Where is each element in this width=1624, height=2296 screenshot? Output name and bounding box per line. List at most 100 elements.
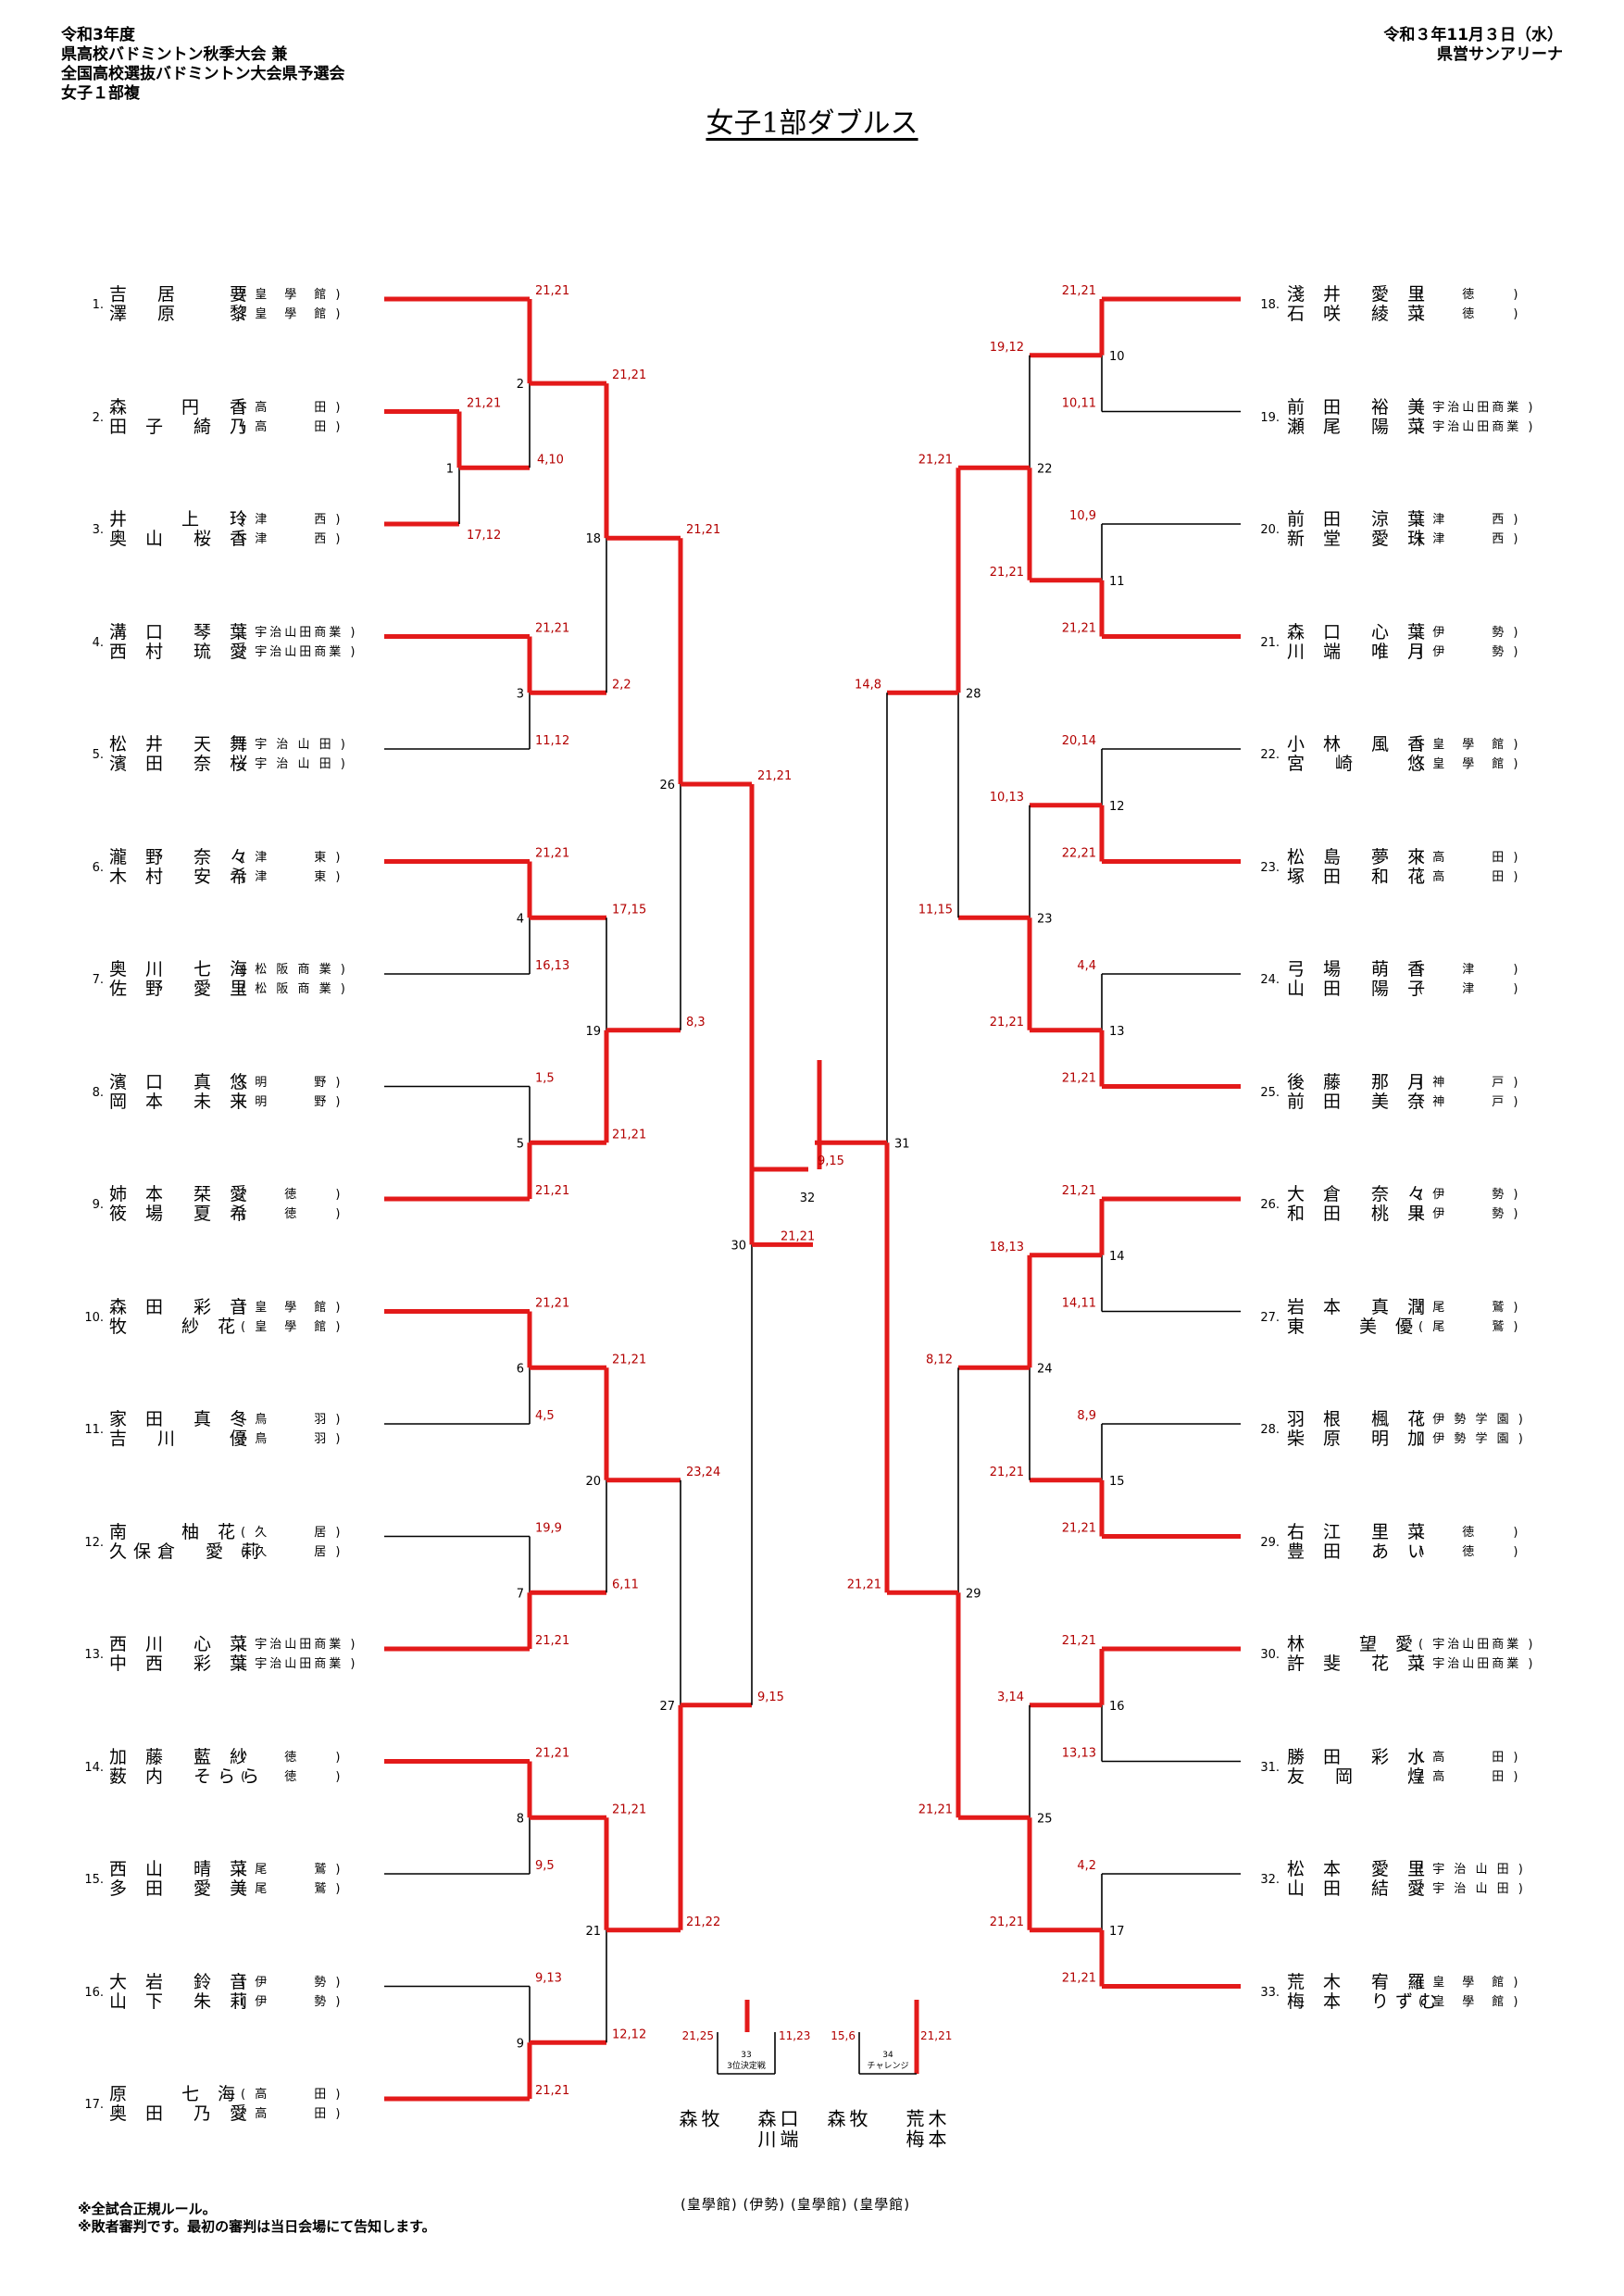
player-name: 田 子 綺 乃: [109, 416, 255, 437]
player-school: ( 皇 學 館 ): [1418, 738, 1521, 752]
entry-player-row: 淺 井 愛 里( 徳 ): [1287, 285, 1520, 305]
player-school: ( 明 野 ): [241, 1094, 344, 1109]
entry-player-row: 柴 原 明 加( 伊 勢 学 園 ): [1287, 1429, 1526, 1449]
player-school: ( 徳 ): [1418, 1525, 1521, 1540]
score-label: 8,3: [686, 1016, 706, 1029]
score-label: 21,21: [535, 1634, 569, 1648]
entry-player-row: 西 川 心 菜( 宇治山田商業 ): [109, 1635, 357, 1654]
player-school: ( 宇 治 山 田 ): [241, 738, 348, 752]
score-label: 21,21: [535, 1297, 569, 1311]
entry-number: 14.: [84, 1760, 104, 1775]
match-number: 25: [1037, 1812, 1053, 1826]
player-school: ( 神 戸 ): [1418, 1075, 1521, 1090]
player-school: ( 高 田 ): [241, 400, 344, 415]
left-entry: 11.家 田 真 冬( 鳥 羽 )吉 川 優( 鳥 羽 ): [84, 1409, 343, 1449]
player-school: ( 皇 學 館 ): [1418, 1975, 1521, 1990]
player-school: ( 尾 鷲 ): [241, 1863, 344, 1877]
event-year: 令和3年度: [61, 26, 135, 44]
left-entry: 2.森 円 香( 高 田 )田 子 綺 乃( 高 田 ): [93, 397, 344, 437]
entry-player-row: 吉 川 優( 鳥 羽 ): [109, 1429, 343, 1449]
score-label: 21,21: [535, 284, 569, 298]
entry-player-row: 佐 野 愛 里( 松 阪 商 業 ): [109, 980, 348, 999]
score-label: 6,11: [612, 1578, 639, 1591]
score-label: 11,23: [779, 2029, 810, 2042]
entry-player-row: 羽 根 楓 花( 伊 勢 学 園 ): [1287, 1410, 1526, 1429]
left-entry: 1.吉 居 要( 皇 學 館 )澤 原 黎( 皇 學 館 ): [93, 284, 343, 324]
score-label: 21,21: [1062, 622, 1096, 636]
score-label: 21,25: [682, 2029, 714, 2042]
left-entry: 12.南 柚 花( 久 居 )久保倉 愛 莉( 久 居 ): [84, 1522, 343, 1562]
player-name: 小 林 風 香: [1287, 734, 1432, 755]
entry-number: 12.: [84, 1535, 104, 1550]
entry-player-row: 松 本 愛 里( 宇 治 山 田 ): [1287, 1860, 1526, 1879]
player-name: 家 田 真 冬: [109, 1409, 255, 1429]
player-name: 大 倉 奈 々: [1287, 1184, 1432, 1204]
match-label: 3位決定戦: [727, 2060, 766, 2071]
player-name: 多 田 愛 美: [109, 1878, 255, 1899]
player-school: ( 津 西 ): [241, 513, 344, 527]
score-label: 4,5: [535, 1409, 555, 1423]
player-name: 溝 口 琴 葉: [109, 621, 255, 643]
left-entry: 10.森 田 彩 音( 皇 學 館 )牧 紗 花( 皇 學 館 ): [84, 1297, 343, 1337]
entry-player-row: 宮 崎 悠( 皇 學 館 ): [1287, 755, 1520, 774]
score-label: 11,15: [918, 903, 953, 917]
player-name: 濱 田 奈 桜: [109, 754, 255, 774]
player-school: ( 宇治山田商業 ): [1418, 1657, 1536, 1671]
right-entry: 32.松 本 愛 里( 宇 治 山 田 )山 田 結 愛( 宇 治 山 田 ): [1260, 1860, 1526, 1899]
player-name: 西 村 琉 愛: [109, 641, 255, 662]
player-school: ( 高 田 ): [1418, 850, 1521, 865]
player-name: 宮 崎 悠: [1287, 754, 1432, 774]
match-number: 22: [1037, 462, 1053, 476]
final-pair-3: 森牧: [824, 2109, 868, 2129]
score-label: 21,21: [535, 2084, 569, 2098]
score-label: 19,12: [990, 341, 1024, 355]
player-name: 前 田 涼 葉: [1287, 509, 1432, 530]
score-label: 21,21: [990, 1915, 1024, 1929]
entry-player-row: 澤 原 黎( 皇 學 館 ): [109, 305, 343, 324]
score-label: 4,10: [537, 453, 564, 467]
entry-player-row: 薮 内 そらら( 徳 ): [109, 1766, 343, 1787]
entry-player-row: 豊 田 あ い( 徳 ): [1287, 1541, 1520, 1562]
match-number: 3: [517, 687, 524, 701]
entry-player-row: 奥 田 乃 愛( 高 田 ): [109, 2104, 343, 2124]
score-label: 16,13: [535, 959, 569, 973]
score-label: 10,13: [990, 791, 1024, 805]
entry-number: 2.: [92, 410, 104, 425]
match-number: 8: [517, 1812, 524, 1826]
left-entry: 16.大 岩 鈴 音( 伊 勢 )山 下 朱 莉( 伊 勢 ): [84, 1972, 343, 2012]
player-name: 井 上 玲: [109, 509, 255, 530]
score-label: 21,21: [612, 1803, 646, 1816]
left-entry: 6.瀧 野 奈 々( 津 東 )木 村 安 希( 津 東 ): [93, 847, 344, 887]
entry-player-row: 荒 木 宥 羅( 皇 學 館 ): [1287, 1972, 1521, 1992]
player-name: 弓 場 萌 香: [1287, 959, 1432, 980]
final-pair-2: 森川口端: [755, 2109, 799, 2150]
left-entry: 9.姉 本 栞 愛( 徳 )筱 場 夏 希( 徳 ): [93, 1185, 343, 1224]
match-number: 18: [585, 532, 601, 546]
entry-number: 13.: [84, 1648, 104, 1662]
match-number: 1: [446, 462, 454, 476]
player-school: ( 津 東 ): [241, 869, 344, 884]
right-entry: 26.大 倉 奈 々( 伊 勢 )和 田 桃 果( 伊 勢 ): [1260, 1184, 1520, 1224]
entry-player-row: 前 田 美 奈( 神 戸 ): [1287, 1092, 1520, 1112]
note-rules: ※全試合正規ルール。: [78, 2201, 217, 2217]
entry-number: 31.: [1260, 1760, 1280, 1775]
left-entry: 13.西 川 心 菜( 宇治山田商業 )中 西 彩 葉( 宇治山田商業 ): [84, 1635, 357, 1674]
final-pair-1: 森牧: [676, 2109, 720, 2129]
player-name: 吉 居 要: [109, 284, 255, 305]
entry-number: 27.: [1260, 1310, 1280, 1325]
player-name: 東 美 優: [1287, 1316, 1420, 1337]
entry-player-row: 弓 場 萌 香( 津 ): [1287, 960, 1520, 980]
player-name: 林 望 愛: [1287, 1634, 1420, 1654]
player-school: ( 高 田 ): [241, 419, 344, 434]
entry-player-row: 小 林 風 香( 皇 學 館 ): [1287, 735, 1520, 755]
player-name: 中 西 彩 葉: [109, 1653, 255, 1674]
entry-player-row: 筱 場 夏 希( 徳 ): [109, 1204, 343, 1224]
match-number: 9: [517, 2037, 524, 2051]
score-label: 21,21: [535, 1747, 569, 1761]
player-name: 奥 山 桜 香: [109, 529, 255, 549]
player-school: ( 尾 鷲 ): [1418, 1300, 1521, 1315]
player-school: ( 津 西 ): [241, 532, 344, 546]
right-entry: 25.後 藤 那 月( 神 戸 )前 田 美 奈( 神 戸 ): [1260, 1072, 1521, 1112]
page-title: 女子1部ダブルス: [706, 107, 918, 140]
match-number: 34: [882, 2051, 893, 2060]
